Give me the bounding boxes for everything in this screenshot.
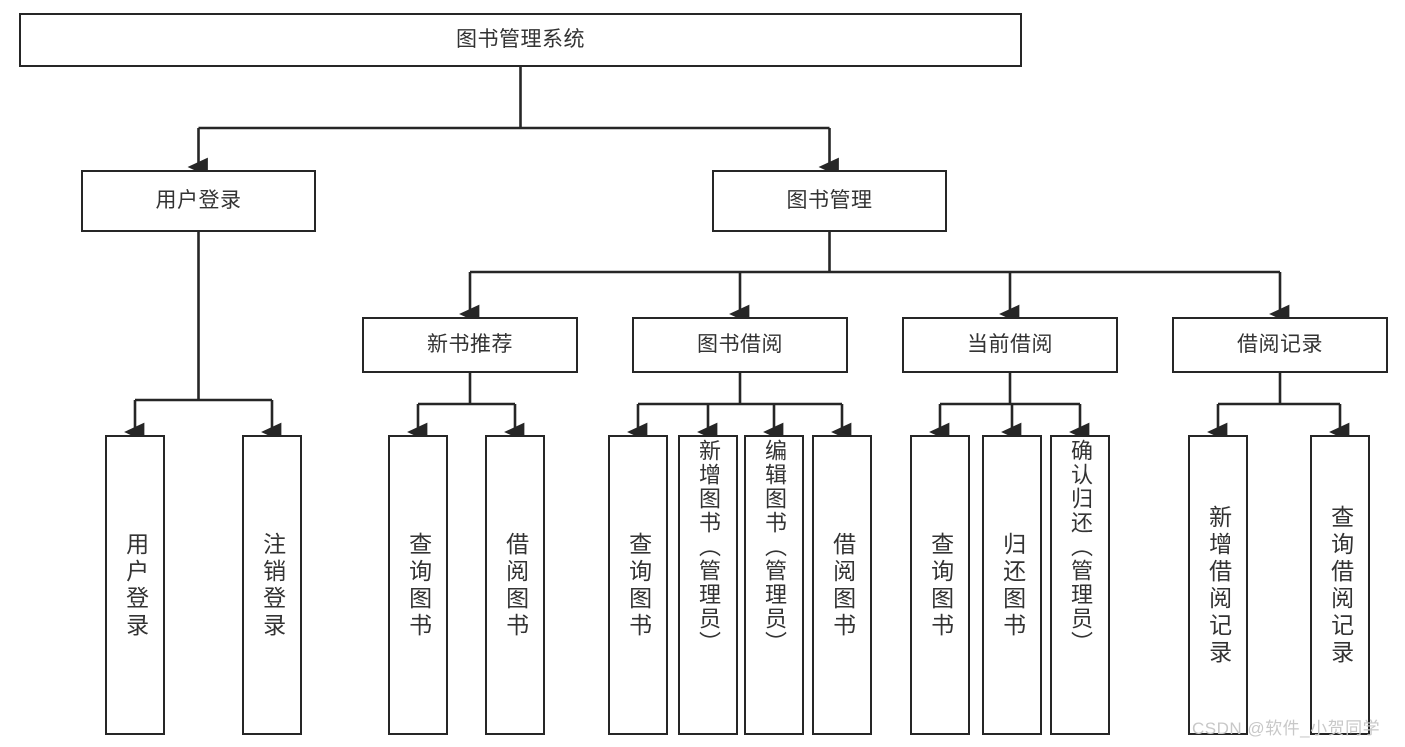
node-label: 新增借阅记录 xyxy=(1205,505,1232,667)
node-label: 新书推荐 xyxy=(427,332,513,356)
node-label: 查询借阅记录 xyxy=(1327,505,1354,667)
node-leaf-用户登录-0: 用户登录 xyxy=(105,435,165,735)
node-label: 注销登录 xyxy=(259,532,286,640)
node-label: 查询图书 xyxy=(405,532,432,640)
edge-group xyxy=(124,67,1350,442)
node-label: 用户登录 xyxy=(122,532,149,640)
node-leaf-新增借阅记录-11: 新增借阅记录 xyxy=(1188,435,1248,735)
node-label: 借阅图书 xyxy=(829,532,856,640)
node-branch-当前借阅-2: 当前借阅 xyxy=(902,317,1118,373)
node-label: 图书管理系统 xyxy=(456,27,585,51)
node-branch-新书推荐-0: 新书推荐 xyxy=(362,317,578,373)
node-label: 编辑图书（管理员） xyxy=(761,439,787,655)
csdn-watermark: CSDN @软件_小贺同学 xyxy=(1192,719,1381,738)
node-leaf-借阅图书-7: 借阅图书 xyxy=(812,435,872,735)
node-label: 归还图书 xyxy=(999,532,1026,640)
node-branch-借阅记录-3: 借阅记录 xyxy=(1172,317,1388,373)
node-label: 当前借阅 xyxy=(967,332,1053,356)
node-label: 确认归还（管理员） xyxy=(1067,439,1093,655)
node-branch-图书管理-1: 图书管理 xyxy=(712,170,947,232)
node-leaf-借阅图书-3: 借阅图书 xyxy=(485,435,545,735)
node-branch-用户登录-0: 用户登录 xyxy=(81,170,316,232)
node-label: 图书借阅 xyxy=(697,332,783,356)
node-leaf-查询借阅记录-12: 查询借阅记录 xyxy=(1310,435,1370,735)
node-branch-图书借阅-1: 图书借阅 xyxy=(632,317,848,373)
node-root-图书管理系统: 图书管理系统 xyxy=(19,13,1022,67)
node-leaf-编辑图书管理员-6: 编辑图书（管理员） xyxy=(744,435,804,735)
node-label: 借阅记录 xyxy=(1237,332,1323,356)
node-label: 新增图书（管理员） xyxy=(695,439,721,655)
node-label: 查询图书 xyxy=(625,532,652,640)
node-leaf-查询图书-4: 查询图书 xyxy=(608,435,668,735)
node-leaf-查询图书-2: 查询图书 xyxy=(388,435,448,735)
node-leaf-确认归还管理员-10: 确认归还（管理员） xyxy=(1050,435,1110,735)
node-leaf-查询图书-8: 查询图书 xyxy=(910,435,970,735)
node-leaf-归还图书-9: 归还图书 xyxy=(982,435,1042,735)
node-label: 用户登录 xyxy=(155,188,242,212)
node-leaf-注销登录-1: 注销登录 xyxy=(242,435,302,735)
node-label: 借阅图书 xyxy=(502,532,529,640)
node-leaf-新增图书管理员-5: 新增图书（管理员） xyxy=(678,435,738,735)
node-label: 查询图书 xyxy=(927,532,954,640)
node-label: 图书管理 xyxy=(786,188,873,212)
